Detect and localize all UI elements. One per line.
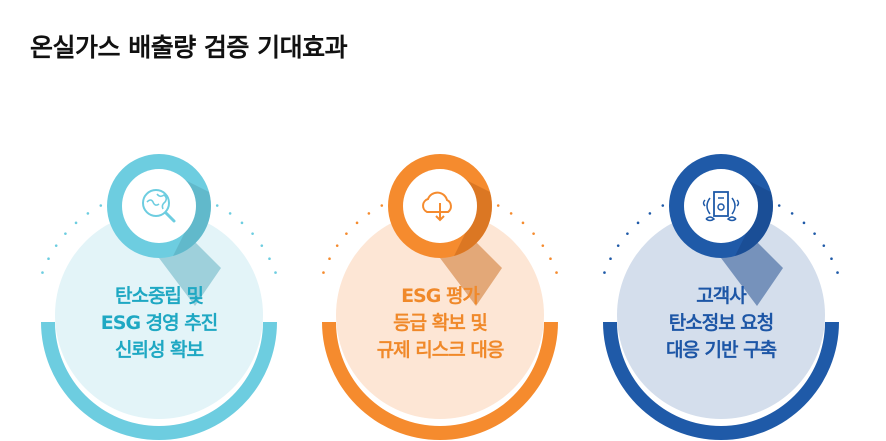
dot (99, 204, 103, 207)
dot (609, 257, 612, 261)
label-line: 탄소정보 요청 (668, 312, 775, 334)
dot (496, 204, 500, 207)
dot (215, 204, 219, 207)
icon-ring-shadow (454, 180, 492, 256)
dot (549, 257, 552, 261)
dot (509, 212, 513, 215)
dot (64, 232, 67, 235)
bottom-arc (603, 322, 839, 440)
dot (367, 212, 371, 215)
dot (355, 221, 359, 225)
dot (260, 244, 264, 247)
dot (802, 221, 806, 225)
dot (830, 257, 833, 261)
dot (328, 257, 331, 261)
dot (274, 271, 277, 274)
dot (228, 212, 232, 215)
dot (335, 244, 339, 247)
dot (86, 212, 90, 215)
dot (322, 271, 325, 274)
dot (240, 221, 244, 225)
circle-graphic (322, 154, 558, 440)
dot (648, 212, 652, 215)
label-line: ESG 경영 추진 (100, 312, 218, 334)
dot (532, 232, 535, 235)
label-line: 규제 리스크 대응 (376, 339, 505, 361)
dot (790, 212, 794, 215)
dot (836, 271, 839, 274)
dot (626, 232, 629, 235)
dot (47, 257, 50, 261)
dot (813, 232, 816, 235)
dot (541, 244, 545, 247)
label-line: 등급 확보 및 (393, 312, 488, 334)
circle-graphic (603, 154, 839, 440)
dot (54, 244, 58, 247)
dot (521, 221, 525, 225)
page-title: 온실가스 배출량 검증 기대효과 (30, 33, 348, 62)
dot (74, 221, 78, 225)
icon-bg (684, 169, 758, 243)
label-line: ESG 평가 (401, 285, 480, 307)
icon-ring-shadow (735, 180, 773, 256)
certificate-laurel-icon (702, 191, 740, 222)
dot (603, 271, 606, 274)
dot (822, 244, 826, 247)
dot (777, 204, 781, 207)
dot (41, 271, 44, 274)
dot (616, 244, 620, 247)
dot (661, 204, 665, 207)
label-line: 탄소중립 및 (114, 285, 204, 307)
icon-ring-shadow (173, 180, 211, 256)
label-line: 대응 기반 구축 (665, 339, 777, 361)
label-line: 신뢰성 확보 (114, 339, 204, 361)
dot (636, 221, 640, 225)
bottom-arc (41, 322, 277, 440)
circle-graphic (41, 154, 277, 440)
label-line: 고객사 (696, 285, 746, 307)
cloud-download-icon (422, 191, 452, 222)
dot (268, 257, 271, 261)
icon-bg (122, 169, 196, 243)
magnifier-gears-icon (142, 189, 176, 223)
dot (251, 232, 254, 235)
bottom-arc (322, 322, 558, 440)
dot (345, 232, 348, 235)
dot (555, 271, 558, 274)
dot (380, 204, 384, 207)
